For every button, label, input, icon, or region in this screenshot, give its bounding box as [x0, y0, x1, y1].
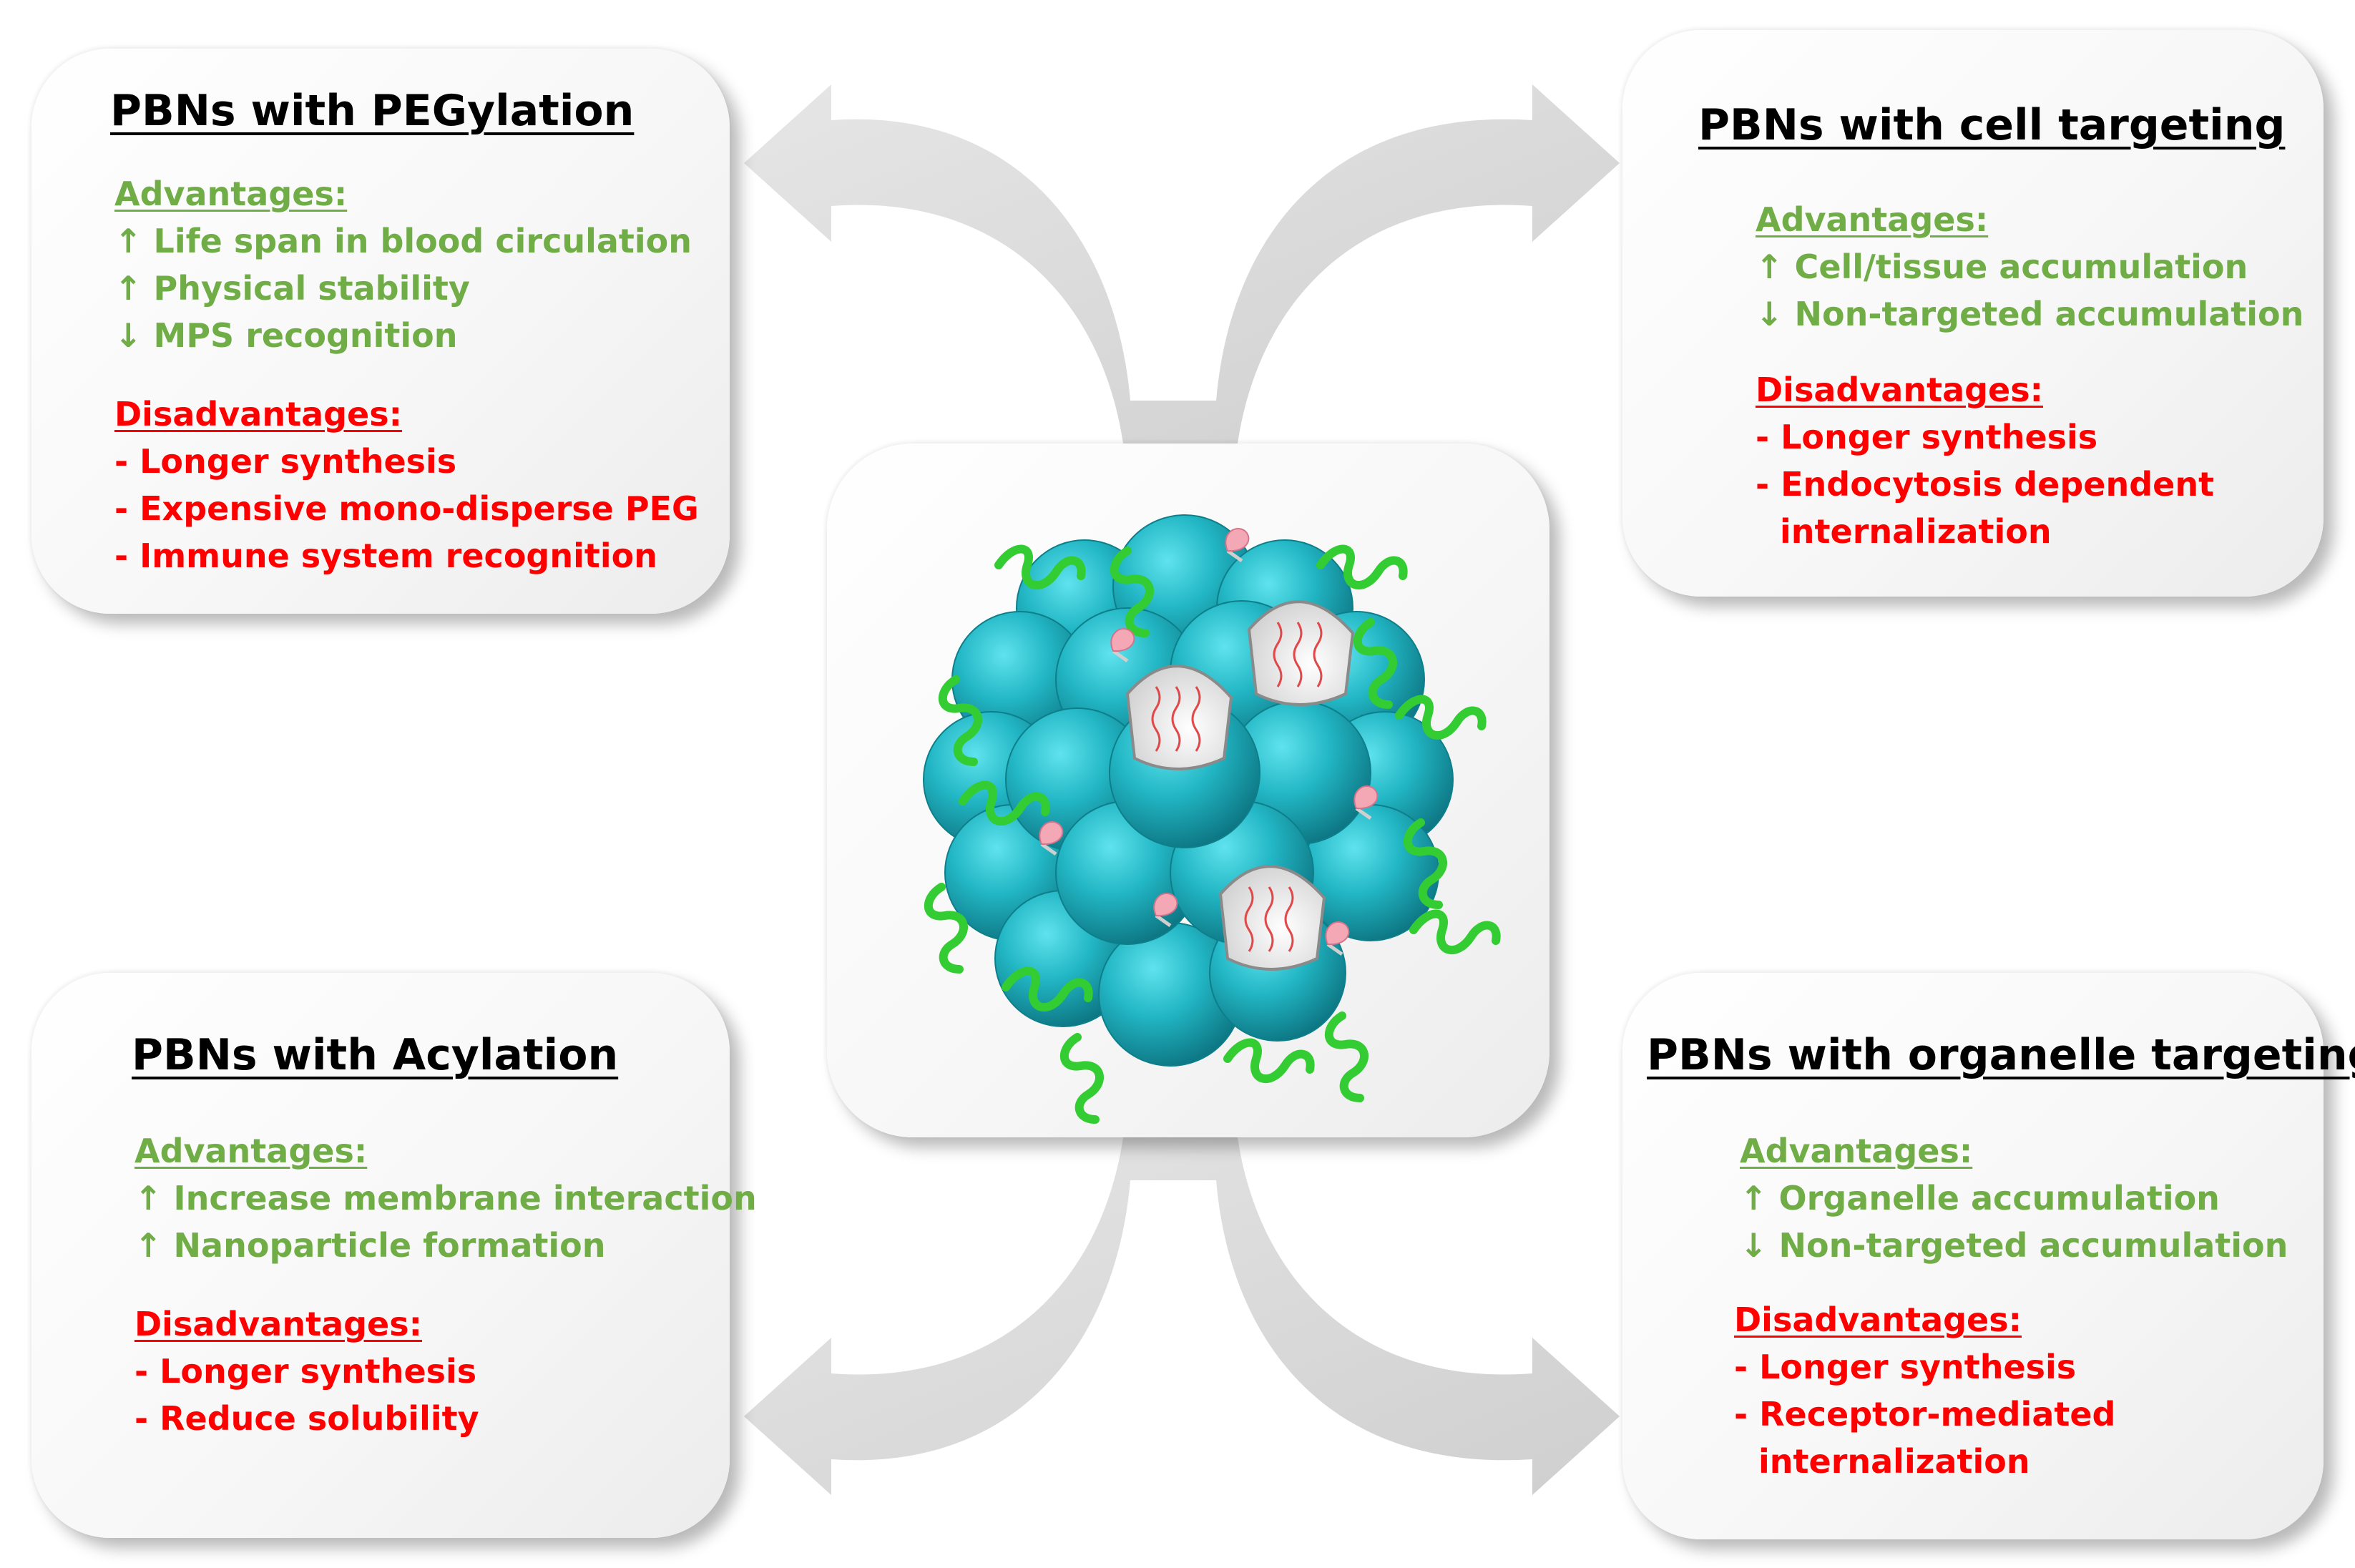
dna-strand-icon	[1191, 686, 1201, 752]
polymer-chain	[1002, 966, 1093, 1012]
ligand-stem	[1040, 842, 1057, 856]
disadvantages-section: Disadvantages: - Longer synthesis - Endo…	[1756, 366, 2214, 555]
cargo-cavity	[1125, 665, 1233, 770]
disadvantage-item: - Immune system recognition	[114, 536, 657, 575]
disadvantage-item: - Endocytosis dependent	[1756, 465, 2215, 504]
disadvantage-item: - Receptor-mediated	[1734, 1395, 2116, 1434]
polymer-chain	[1353, 618, 1397, 709]
dna-strand-icon	[1244, 886, 1254, 952]
polymer-chain	[1409, 909, 1501, 955]
ligand-stem	[1226, 549, 1243, 563]
dna-strand-icon	[1293, 622, 1303, 687]
dna-strand-icon	[1264, 886, 1274, 952]
dna-strand-icon	[1313, 622, 1323, 687]
card-pegylation: PBNs with PEGylation Advantages: ↑ Life …	[31, 49, 730, 614]
card-title: PBNs with PEGylation	[110, 86, 635, 136]
disadvantage-item: - Reduce solubility	[134, 1399, 479, 1438]
polymer-chain	[959, 780, 1050, 826]
disadvantage-item: internalization	[1758, 1442, 2030, 1481]
polymer-chain	[1395, 695, 1487, 740]
disadvantage-item: - Expensive mono-disperse PEG	[114, 489, 699, 528]
polymer-chain	[924, 883, 968, 974]
dna-strand-icon	[1151, 686, 1161, 752]
disadvantages-label: Disadvantages:	[1756, 371, 2044, 409]
advantages-label: Advantages:	[114, 175, 348, 213]
advantages-label: Advantages:	[134, 1132, 368, 1170]
cargo-cavity	[1247, 600, 1355, 706]
disadvantages-label: Disadvantages:	[1734, 1300, 2022, 1339]
curved-double-arrow-icon	[744, 1137, 1620, 1495]
dna-strand-icon	[1284, 886, 1294, 952]
disadvantages-label: Disadvantages:	[114, 395, 403, 433]
curved-double-arrow-icon	[744, 84, 1620, 444]
ligand-stem	[1326, 942, 1343, 956]
targeting-ligand-icon	[1353, 785, 1379, 810]
disadvantage-item: - Longer synthesis	[1756, 418, 2098, 456]
advantage-item: ↓ MPS recognition	[114, 316, 458, 355]
disadvantage-item: - Longer synthesis	[1734, 1348, 2077, 1386]
cargo-cavity	[1218, 865, 1326, 971]
advantage-item: ↑ Organelle accumulation	[1740, 1179, 2220, 1217]
advantages-section: Advantages: ↑ Cell/tissue accumulation ↓…	[1756, 196, 2303, 338]
polymer-chain	[994, 544, 1086, 590]
nanoparticle-illustration-icon	[923, 514, 1501, 1124]
advantage-item: ↓ Non-targeted accumulation	[1740, 1226, 2288, 1265]
card-nanoparticle	[827, 444, 1549, 1137]
disadvantages-label: Disadvantages:	[134, 1305, 423, 1343]
polymer-chain	[938, 675, 982, 766]
advantages-label: Advantages:	[1740, 1132, 1973, 1170]
advantages-section: Advantages: ↑ Organelle accumulation ↓ N…	[1740, 1127, 2288, 1269]
polymer-chain	[1059, 1033, 1104, 1124]
advantage-item: ↑ Increase membrane interaction	[134, 1179, 757, 1217]
disadvantages-section: Disadvantages: - Longer synthesis - Expe…	[114, 391, 699, 579]
targeting-ligand-icon	[1039, 820, 1064, 846]
card-organelle-targeting: PBNs with organelle targeting Advantages…	[1622, 973, 2355, 1539]
advantages-section: Advantages: ↑ Increase membrane interact…	[134, 1127, 757, 1269]
advantage-item: ↑ Cell/tissue accumulation	[1756, 248, 2248, 286]
advantage-item: ↓ Non-targeted accumulation	[1756, 295, 2304, 333]
targeting-ligand-icon	[1325, 921, 1350, 946]
card-title: PBNs with cell targeting	[1698, 100, 2286, 150]
disadvantage-item: - Longer synthesis	[114, 442, 457, 481]
advantage-item: ↑ Life span in blood circulation	[114, 222, 692, 260]
ligand-stem	[1112, 649, 1129, 663]
card-acylation: PBNs with Acylation Advantages: ↑ Increa…	[31, 973, 757, 1538]
disadvantages-section: Disadvantages: - Longer synthesis - Rece…	[1734, 1296, 2115, 1485]
card-cell-targeting: PBNs with cell targeting Advantages: ↑ C…	[1622, 30, 2324, 597]
ligand-stem	[1355, 806, 1372, 820]
targeting-ligand-icon	[1110, 627, 1135, 652]
dna-strand-icon	[1273, 622, 1283, 687]
polymer-chain	[1316, 544, 1408, 590]
polymer-chain	[1324, 1011, 1369, 1102]
dna-strand-icon	[1171, 686, 1181, 752]
card-title: PBNs with Acylation	[132, 1030, 619, 1080]
card-title: PBNs with organelle targeting	[1647, 1030, 2355, 1080]
targeting-ligand-icon	[1153, 892, 1178, 917]
polymer-chain	[1223, 1038, 1315, 1084]
ligand-stem	[1155, 913, 1172, 928]
advantages-section: Advantages: ↑ Life span in blood circula…	[114, 170, 692, 359]
disadvantages-section: Disadvantages: - Longer synthesis - Redu…	[134, 1300, 479, 1442]
polymer-chain	[1110, 547, 1154, 637]
targeting-ligand-icon	[1225, 527, 1250, 552]
polymer-chain	[1403, 818, 1447, 909]
disadvantage-item: internalization	[1780, 512, 2052, 551]
disadvantage-item: - Longer synthesis	[134, 1352, 477, 1391]
advantage-item: ↑ Nanoparticle formation	[134, 1226, 606, 1265]
advantage-item: ↑ Physical stability	[114, 269, 470, 308]
advantages-label: Advantages:	[1756, 200, 1989, 239]
